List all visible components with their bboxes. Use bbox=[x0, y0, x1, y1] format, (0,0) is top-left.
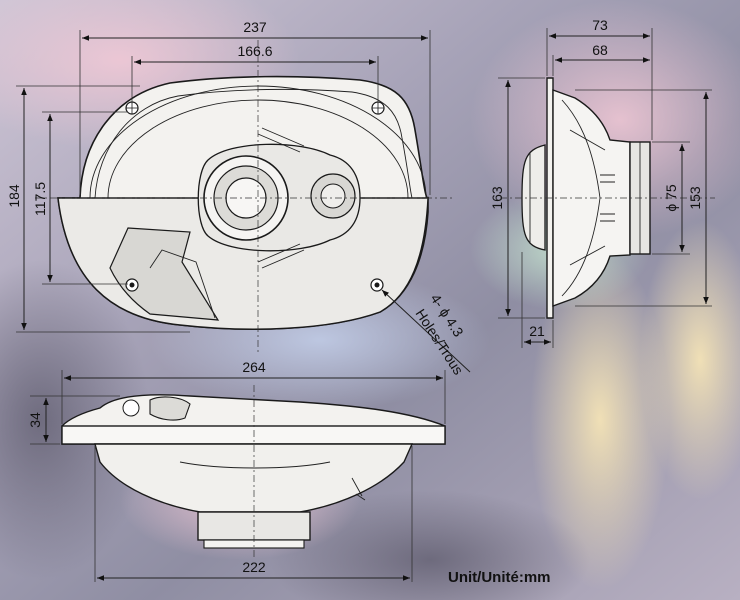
side-magnet-extension-lines bbox=[652, 141, 690, 255]
front-basket-rib bbox=[149, 249, 216, 319]
dim-front-width-outer: 237 bbox=[243, 19, 267, 35]
front-outer-extension-lines bbox=[79, 30, 431, 195]
mounting-hole-bottom-right bbox=[370, 278, 384, 292]
dim-side-height-inner: 153 bbox=[687, 186, 703, 210]
front-cutaway-basket bbox=[109, 227, 220, 321]
front-super-tweeter-dome bbox=[320, 183, 346, 209]
side-flange-extension-lines bbox=[521, 252, 554, 348]
side-depth-extension-lines bbox=[546, 28, 653, 140]
bottom-inner-extension-lines bbox=[94, 446, 413, 582]
unit-label: Unit/Unité:mm bbox=[448, 569, 551, 586]
dim-magnet-diameter: ϕ 75 bbox=[663, 184, 679, 212]
dim-side-height: 163 bbox=[489, 186, 505, 210]
dim-front-width-holes: 166.6 bbox=[237, 43, 272, 59]
front-hole-height-extension-lines bbox=[42, 111, 128, 285]
dim-side-depth-total: 73 bbox=[592, 17, 608, 33]
dim-flange-thickness: 21 bbox=[529, 323, 545, 339]
dim-front-height-outer: 184 bbox=[6, 184, 22, 208]
side-grille-dome bbox=[521, 144, 546, 251]
front-lower-brace bbox=[257, 243, 305, 269]
bottom-basket bbox=[94, 443, 414, 513]
bottom-flange bbox=[61, 425, 446, 445]
mounting-hole-top-left bbox=[125, 101, 139, 115]
front-frame-inner-rim bbox=[94, 88, 413, 199]
front-upper-brace bbox=[257, 127, 305, 153]
front-view: 237 166.6 184 117.5 4- ϕ 4.3 Holes/Trous bbox=[6, 19, 471, 377]
bottom-outer-extension-lines bbox=[61, 370, 446, 424]
dim-bottom-height: 34 bbox=[27, 412, 43, 428]
side-terminals bbox=[600, 174, 615, 222]
bottom-basket-curve bbox=[179, 461, 331, 469]
dim-front-height-holes: 117.5 bbox=[32, 182, 48, 216]
side-view: 73 68 163 ϕ 75 153 21 bbox=[489, 17, 715, 348]
mounting-hole-bottom-left bbox=[125, 278, 139, 292]
bottom-view: 264 34 222 bbox=[27, 359, 446, 582]
bottom-terminal bbox=[351, 477, 366, 501]
dim-side-depth-mount: 68 bbox=[592, 42, 608, 58]
bottom-height-extension-lines bbox=[30, 395, 120, 445]
bottom-mount-knob bbox=[122, 399, 140, 417]
holes-callout-leader bbox=[381, 289, 471, 373]
front-height-extension-lines bbox=[16, 85, 190, 333]
side-inner-height-extension-lines bbox=[575, 89, 712, 307]
dim-bottom-width-inner: 222 bbox=[242, 559, 266, 575]
side-height-extension-lines bbox=[498, 77, 545, 319]
bottom-tweeter-bump bbox=[149, 396, 191, 421]
front-hole-extension-lines bbox=[131, 56, 379, 104]
side-basket-ribs bbox=[569, 129, 606, 266]
dim-bottom-width-outer: 264 bbox=[242, 359, 266, 375]
